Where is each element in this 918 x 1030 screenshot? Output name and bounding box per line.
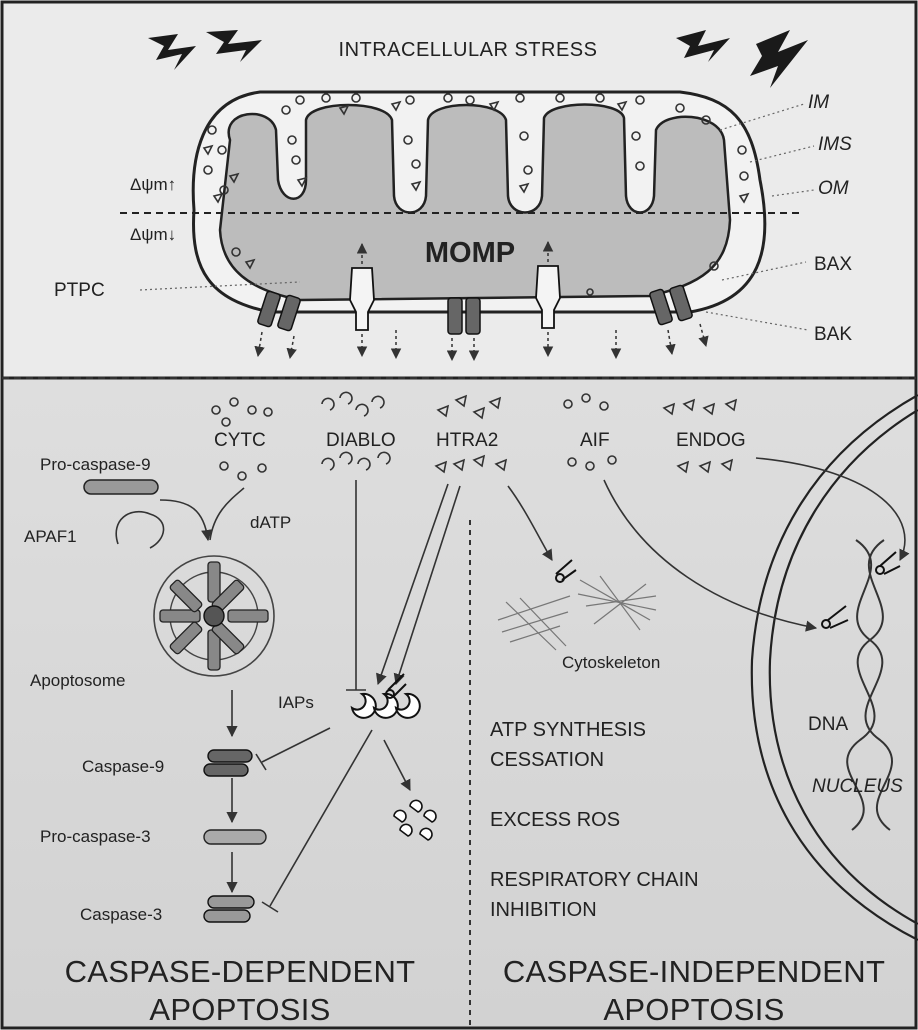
caspase-dependent-title-1: CASPASE-DEPENDENT — [65, 954, 416, 989]
label-aif: AIF — [580, 430, 610, 451]
effect-resp-1: RESPIRATORY CHAIN — [490, 869, 699, 891]
label-endog: ENDOG — [676, 430, 746, 451]
label-ptpc: PTPC — [54, 280, 105, 301]
label-htra2: HTRA2 — [436, 430, 498, 451]
apoptosome — [154, 556, 274, 676]
label-procaspase3: Pro-caspase-3 — [40, 827, 151, 846]
delta-psi-high: Δψm↑ — [130, 175, 176, 194]
label-datp: dATP — [250, 513, 291, 532]
label-ims: IMS — [818, 134, 852, 155]
procaspase3-shape — [204, 830, 266, 844]
stress-title: INTRACELLULAR STRESS — [339, 39, 598, 61]
effect-atp-2: CESSATION — [490, 749, 604, 771]
label-caspase9: Caspase-9 — [82, 757, 164, 776]
label-apoptosome: Apoptosome — [30, 671, 125, 690]
effect-atp-1: ATP SYNTHESIS — [490, 719, 646, 741]
label-caspase3: Caspase-3 — [80, 905, 162, 924]
label-diablo: DIABLO — [326, 430, 396, 451]
caspase-independent-title-2: APOPTOSIS — [603, 992, 784, 1027]
label-im: IM — [808, 92, 829, 113]
effect-resp-2: INHIBITION — [490, 899, 597, 921]
label-dna: DNA — [808, 714, 848, 735]
label-nucleus: NUCLEUS — [812, 776, 903, 797]
lower-panel — [2, 378, 916, 1028]
effect-ros: EXCESS ROS — [490, 809, 620, 831]
procaspase9-shape — [84, 480, 158, 494]
label-iaps: IAPs — [278, 693, 314, 712]
label-procaspase9: Pro-caspase-9 — [40, 455, 151, 474]
momp-label: MOMP — [425, 237, 515, 269]
label-apaf1: APAF1 — [24, 527, 77, 546]
label-cytc: CYTC — [214, 430, 266, 451]
label-bak: BAK — [814, 324, 852, 345]
caspase-independent-title-1: CASPASE-INDEPENDENT — [503, 954, 885, 989]
label-om: OM — [818, 178, 849, 199]
label-bax: BAX — [814, 254, 852, 275]
caspase-dependent-title-2: APOPTOSIS — [149, 992, 330, 1027]
label-cytoskeleton: Cytoskeleton — [562, 653, 660, 672]
delta-psi-low: Δψm↓ — [130, 225, 176, 244]
